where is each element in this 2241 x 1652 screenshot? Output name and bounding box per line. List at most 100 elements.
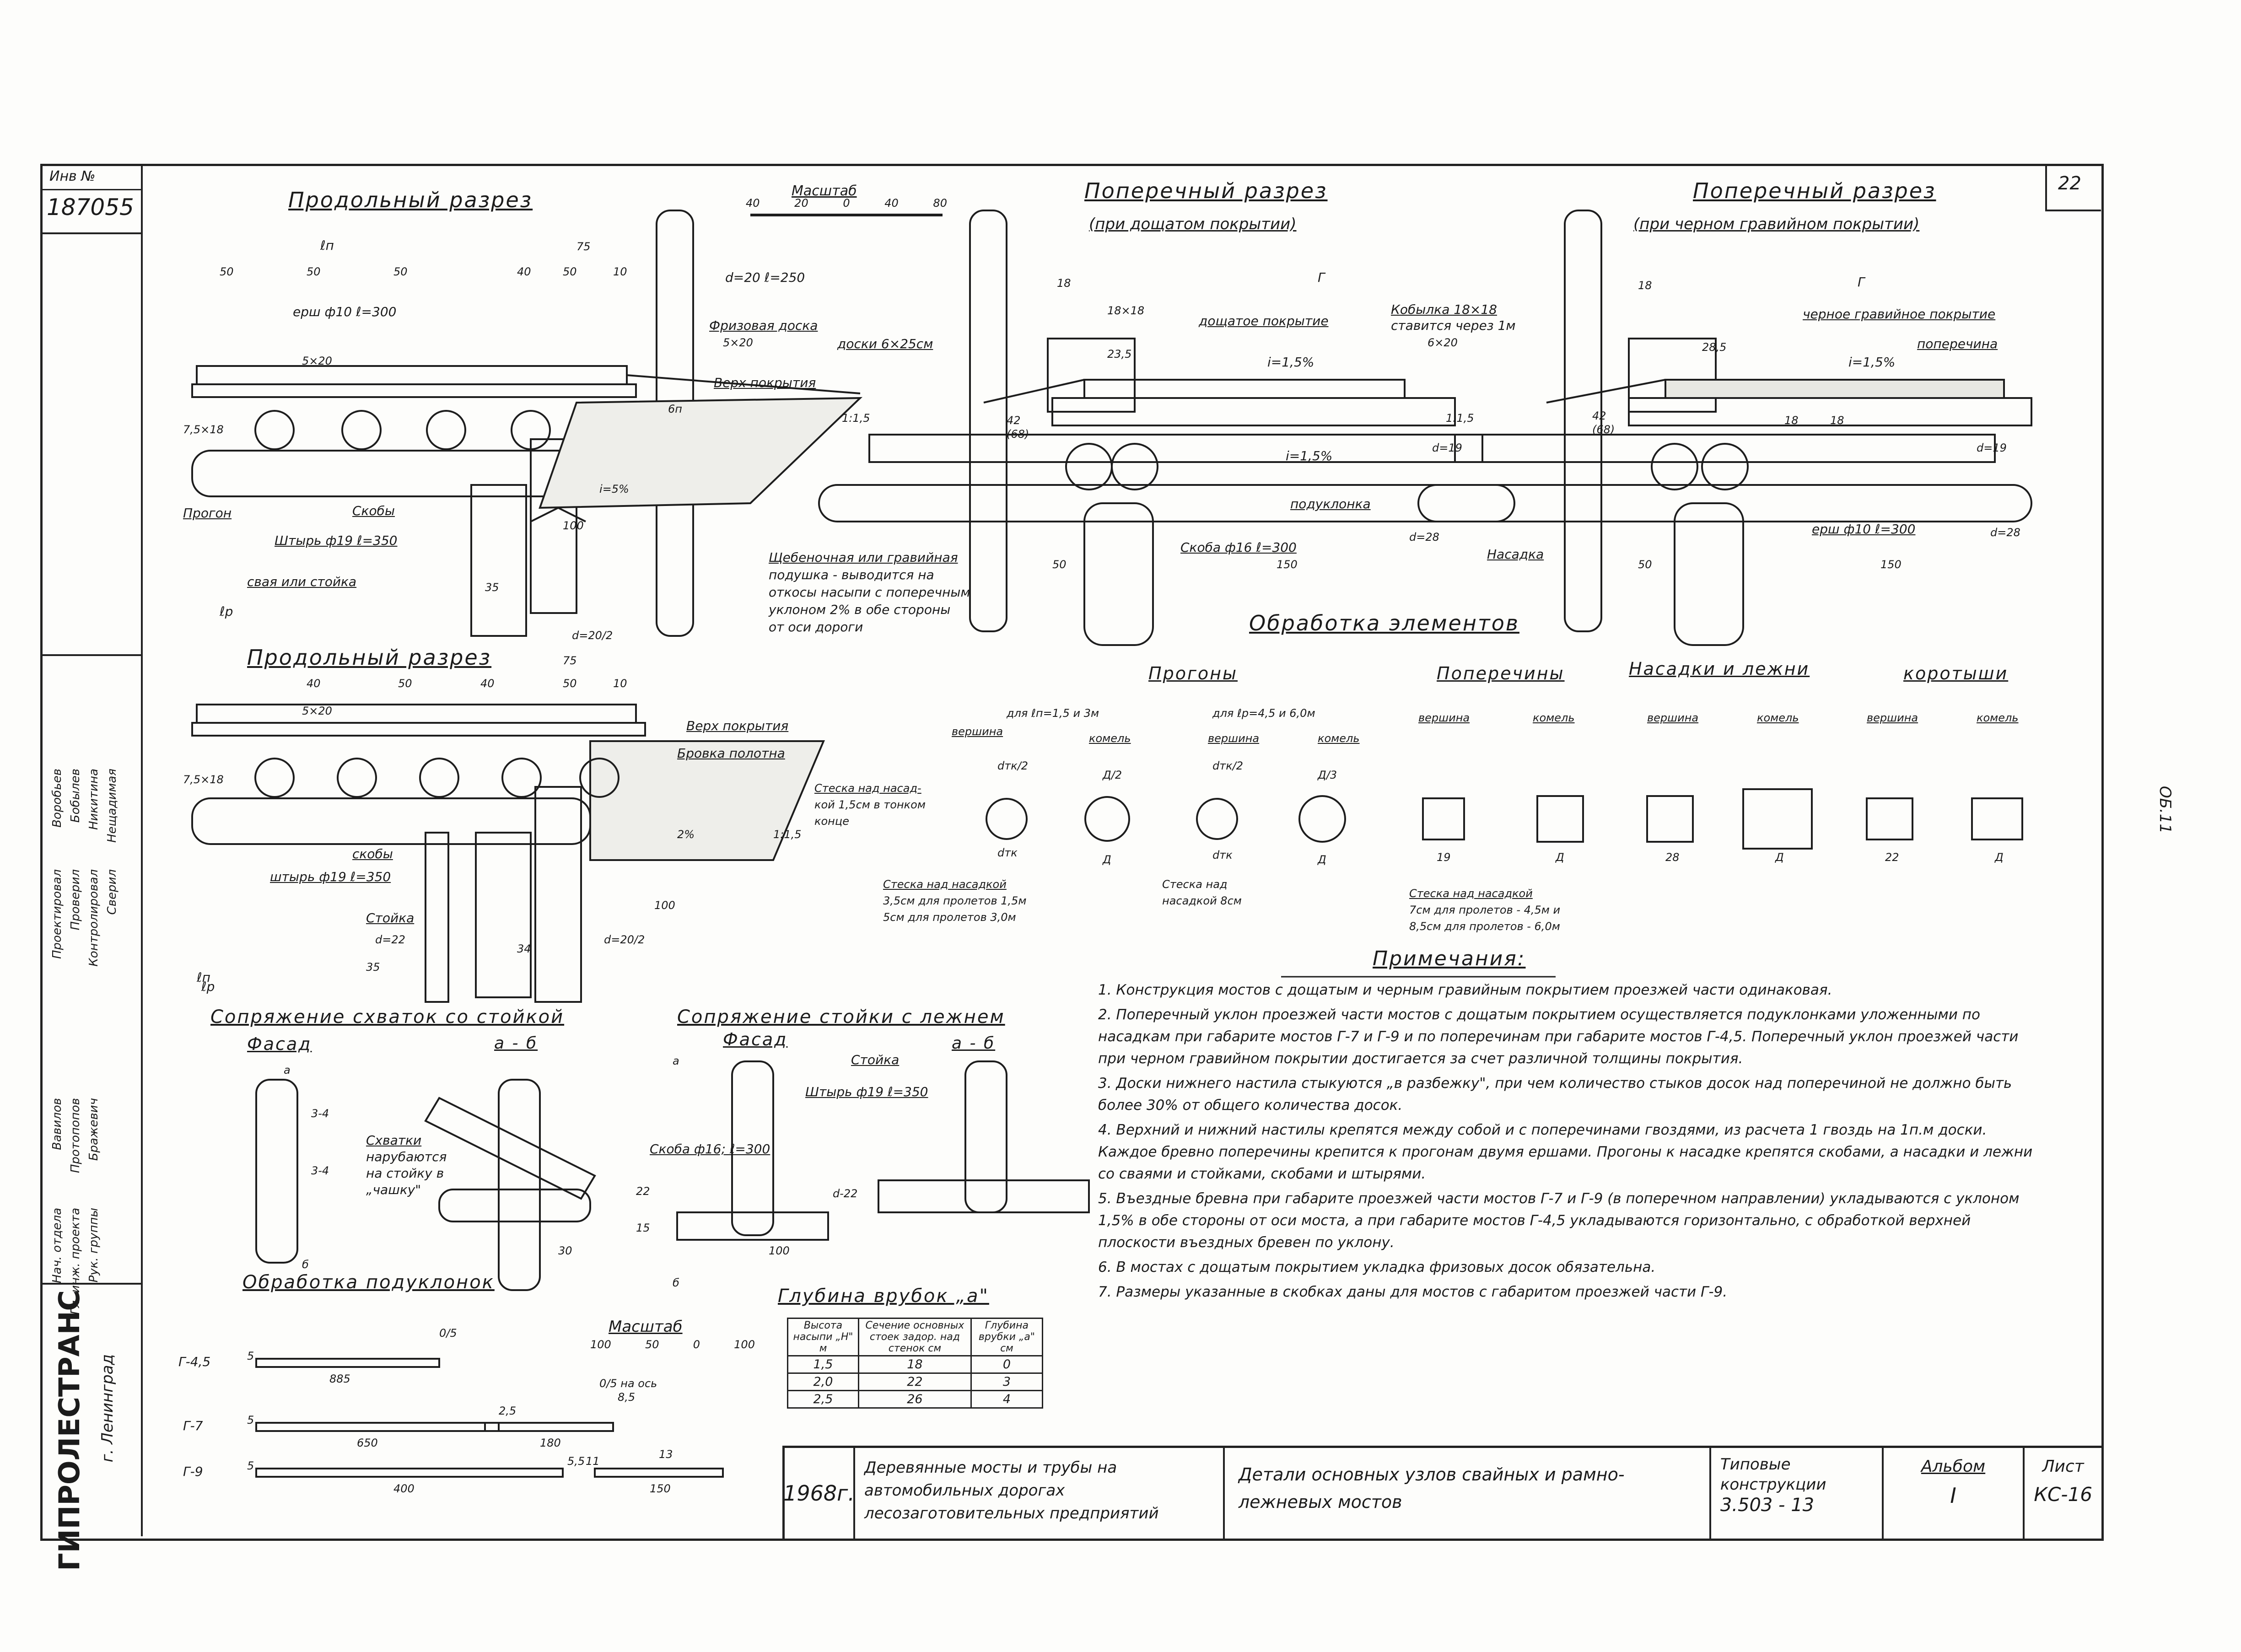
dim-label: 34 xyxy=(517,942,531,955)
subtreat-label: 5 xyxy=(247,1414,254,1426)
spec-label: Бровка полотна xyxy=(677,746,785,761)
long2-title: Продольный разрез xyxy=(247,645,492,670)
table-row: 1,5 18 0 xyxy=(787,1355,1044,1374)
treatment-sub: комель xyxy=(1089,732,1131,745)
gravel-line: Щебеночная или гравийная xyxy=(769,550,958,565)
dim-label: 50 xyxy=(563,677,577,690)
treatment-dim: Д xyxy=(1995,851,2004,864)
spec-label: Скоба ф16 ℓ=300 xyxy=(1180,540,1297,555)
gravel-line: откосы насыпи с поперечным xyxy=(769,585,970,600)
spec-label: Верх покрытия xyxy=(686,718,789,733)
treatment-note: Стеска над насадкой 3,5см для пролетов 1… xyxy=(883,876,1027,926)
sheet-corner: 22 xyxy=(2045,164,2101,211)
dim-label: d=28 xyxy=(1990,526,2020,539)
treatment-note: Стеска над насад- кой 1,5см в тонком кон… xyxy=(814,780,926,829)
dim-label: 50 xyxy=(1052,558,1067,571)
dim-label: 100 xyxy=(563,519,584,532)
treatment-sub: комель xyxy=(1977,711,2019,724)
spec-label: свая или стойка xyxy=(247,574,357,589)
joint1-note: Схватки нарубаются на стойку в „чашку" xyxy=(366,1132,447,1198)
subtreat-label: 885 xyxy=(329,1372,350,1385)
joint-label: б xyxy=(302,1258,309,1271)
subtreat-label: Г-9 xyxy=(183,1464,203,1479)
treatment-sub: комель xyxy=(1533,711,1575,724)
dim-label: i=5% xyxy=(599,483,629,495)
joint1-note-line: нарубаются xyxy=(366,1149,447,1164)
treatment-note-line: 3,5см для пролетов 1,5м xyxy=(883,894,1027,907)
spec-label: Штырь ф19 ℓ=350 xyxy=(275,533,398,548)
sheet-corner-number: 22 xyxy=(2058,173,2081,194)
tb-sheet-value: КС-16 xyxy=(2034,1483,2092,1506)
treatment-note-line: кой 1,5см в тонком xyxy=(814,798,926,811)
treatment-sub: комель xyxy=(1757,711,1799,724)
joint-label: 100 xyxy=(769,1244,790,1257)
joint-label: Стойка xyxy=(851,1052,900,1067)
dim-label: 42 xyxy=(1592,409,1606,422)
cross2-subtitle: (при черном гравийном покрытии) xyxy=(1633,215,1920,233)
treatment-note: Стеска над насадкой 7см для пролетов - 4… xyxy=(1409,885,1560,935)
joint-label: Скоба ф16; ℓ=300 xyxy=(650,1141,770,1157)
subtreat-label: Г-7 xyxy=(183,1418,203,1433)
spec-label: ерш ф10 ℓ=300 xyxy=(293,304,397,319)
tb-typ-label: Типовые конструкции xyxy=(1720,1455,1826,1494)
spec-label: Фризовая доска xyxy=(709,318,818,333)
gravel-note: Щебеночная или гравийная подушка - вывод… xyxy=(769,549,970,636)
dim-label: 100 xyxy=(654,899,675,912)
spec-label: Кобылка 18×18 xyxy=(1391,302,1497,317)
treatment-title: Обработка элементов xyxy=(1249,611,1519,635)
dim-label: ℓр xyxy=(220,604,233,619)
subtreat-label: 13 xyxy=(659,1448,673,1461)
spec-label: 5×20 xyxy=(723,336,753,349)
treatment-dim: Д/3 xyxy=(1318,769,1337,781)
treatment-dim: 19 xyxy=(1437,851,1451,864)
table-row: 2,5 26 4 xyxy=(787,1390,1044,1409)
note-item: 7. Размеры указанные в скобках даны для … xyxy=(1098,1284,1728,1300)
spec-label: d=22 xyxy=(375,933,405,946)
dim-label: 18 xyxy=(1638,279,1652,292)
spec-label: поперечина xyxy=(1917,336,1998,351)
treatment-dim: dтк/2 xyxy=(997,759,1029,772)
tb-album: Альбом I xyxy=(1884,1448,2025,1539)
depth-cell: 2,5 xyxy=(787,1390,859,1409)
dim-label: 1:1,5 xyxy=(773,828,802,841)
dim-label: Г xyxy=(1858,274,1865,290)
depth-cell: 2,0 xyxy=(787,1372,859,1391)
treatment-dim: 22 xyxy=(1885,851,1899,864)
joint1-note-line: Схватки xyxy=(366,1133,422,1148)
depth-cell: 4 xyxy=(970,1390,1044,1409)
treatment-sub: вершина xyxy=(1867,711,1918,724)
notes-list: 1. Конструкция мостов с дощатым и черным… xyxy=(1098,979,2041,1303)
note-item: 2. Поперечный уклон проезжей части мосто… xyxy=(1098,1006,2019,1067)
dim-label: 50 xyxy=(1638,558,1652,571)
treatment-dim: Д xyxy=(1775,851,1784,864)
dim-label: 50 xyxy=(220,265,234,278)
dim-label: ℓп xyxy=(320,238,334,253)
gravel-line: подушка - выводится на xyxy=(769,567,934,582)
treatment-head: Прогоны xyxy=(1148,663,1238,683)
dim-label: 1:1,5 xyxy=(842,412,870,425)
treatment-sub: вершина xyxy=(1418,711,1470,724)
treatment-note-line: Стеска над насадкой xyxy=(1409,887,1533,900)
treatment-dim: Д xyxy=(1556,851,1564,864)
note-item: 1. Конструкция мостов с дощатым и черным… xyxy=(1098,982,1832,998)
scale-tick: 0 xyxy=(693,1338,700,1351)
treatment-note-line: 8,5см для пролетов - 6,0м xyxy=(1409,920,1560,933)
treatment-sub: вершина xyxy=(952,725,1003,738)
scale-tick: 0 xyxy=(843,197,850,210)
dim-label: 18 xyxy=(1057,277,1071,290)
treatment-dim: Д xyxy=(1318,853,1326,866)
subtreat-label: 150 xyxy=(650,1482,671,1495)
gravel-line: от оси дороги xyxy=(769,619,863,635)
depth-title: Глубина врубок „а" xyxy=(778,1286,989,1307)
joint1-title: Сопряжение схваток со стойкой xyxy=(210,1006,565,1028)
dim-label: ℓр xyxy=(201,979,215,994)
treatment-sub: вершина xyxy=(1647,711,1699,724)
subtreat-scale-ticks: 100 50 0 100 xyxy=(590,1338,755,1351)
dim-label: 18 xyxy=(1830,414,1844,427)
dim-label: 18×18 xyxy=(1107,304,1145,317)
treatment-note-line: насадкой 8см xyxy=(1162,894,1242,907)
depth-head: Высота насыпи „Н" м xyxy=(787,1318,859,1356)
spec-label: ставится через 1м xyxy=(1391,318,1516,333)
tb-album-value: I xyxy=(1950,1483,1956,1508)
tb-sheet-label: Лист xyxy=(2042,1457,2084,1476)
